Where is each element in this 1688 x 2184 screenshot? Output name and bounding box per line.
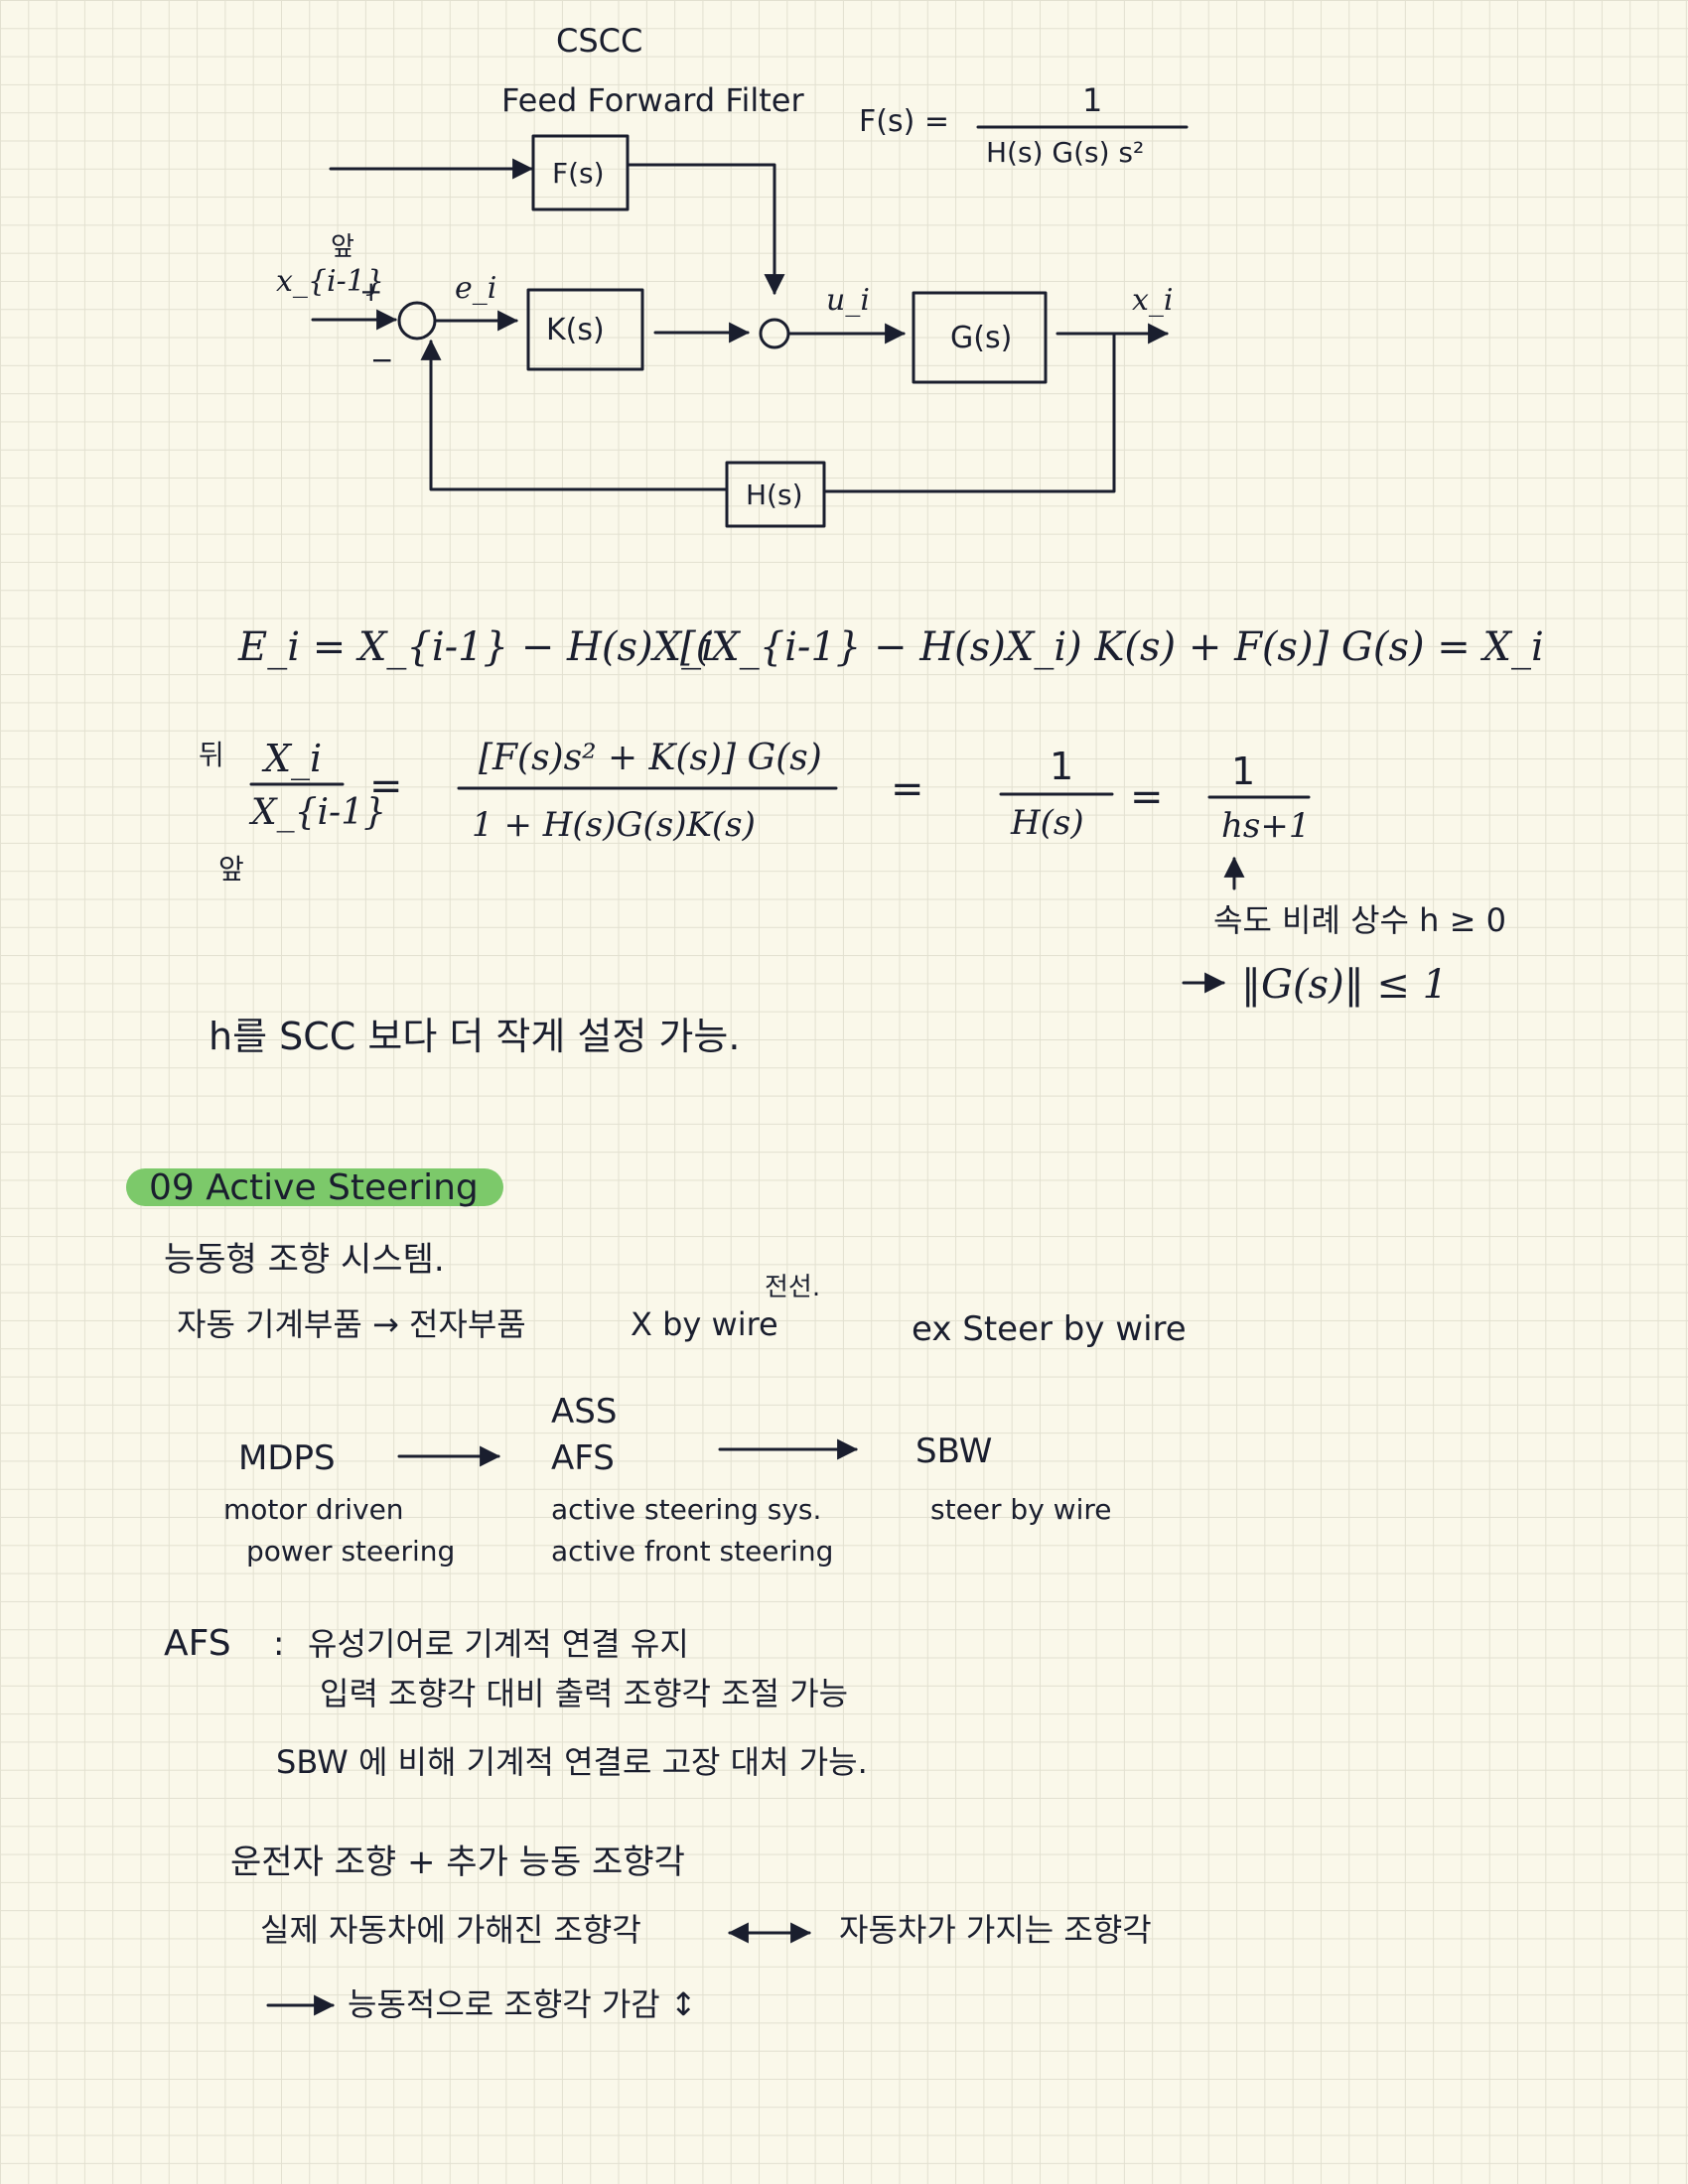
block-diagram: CSCC Feed Forward Filter F(s) = 1 H(s) G…: [276, 22, 1189, 528]
tf-bottom-note: 앞: [218, 853, 244, 886]
block-g: [912, 291, 1048, 384]
evo-afs-desc2: active front steering: [551, 1535, 833, 1568]
tf-top-note: 뒤: [199, 739, 224, 771]
section-heading: 09 Active Steering: [149, 1167, 479, 1208]
control-signal: u_i: [826, 283, 870, 318]
final-line: 능동적으로 조향각 가감 ↕: [348, 1985, 697, 2023]
line1-a: 자동 기계부품 → 전자부품: [177, 1305, 526, 1343]
error-signal: e_i: [455, 271, 496, 306]
tf-mid-num: [F(s)s² + K(s)] G(s): [479, 738, 822, 778]
afs-point-1: 유성기어로 기계적 연결 유지: [308, 1625, 689, 1663]
output-signal: x_i: [1132, 283, 1174, 318]
block-k: [526, 288, 644, 371]
g-note: ‖G(s)‖ ≤ 1: [1241, 962, 1448, 1008]
active-steering-section: 09 Active Steering 능동형 조향 시스템. 자동 기계부품 →…: [126, 1167, 1187, 2023]
line1-b: X by wire: [631, 1305, 778, 1343]
diagram-title: CSCC: [556, 22, 642, 60]
sum-junction-1: [397, 301, 437, 341]
actual-line-b: 자동차가 가지는 조향각: [839, 1911, 1152, 1949]
sum-junction-2: [759, 318, 790, 349]
driver-line: 운전자 조향 + 추가 능동 조향각: [230, 1843, 685, 1882]
input-signal: x_{i-1}: [276, 264, 384, 299]
evo-afs-desc1: active steering sys.: [551, 1493, 821, 1526]
tf-lhs-den: X_{i-1}: [248, 792, 386, 833]
evo-sbw-abbr: SBW: [915, 1432, 992, 1471]
minus-sign: −: [370, 343, 393, 376]
tf-eq-3: =: [1130, 774, 1164, 820]
equations: E_i = X_{i-1} − H(s)X_i [(X_{i-1} − H(s)…: [199, 624, 1544, 1058]
tf-r2-num: 1: [1231, 750, 1255, 793]
evo-ass-abbr: ASS: [551, 1392, 617, 1432]
afs-point-3: SBW 에 비해 기계적 연결로 고장 대처 가능.: [276, 1743, 868, 1781]
actual-line-a: 실제 자동차에 가해진 조향각: [260, 1911, 641, 1949]
afs-label: AFS: [164, 1623, 231, 1664]
evo-mdps-abbr: MDPS: [238, 1438, 336, 1478]
plus-sign: +: [359, 275, 382, 308]
line1-note: 전선.: [765, 1273, 820, 1302]
ff-output-line: [626, 163, 785, 296]
input-note: 앞: [331, 232, 354, 262]
tf-eq-1: =: [369, 763, 403, 809]
ff-formula-num: 1: [1082, 81, 1102, 119]
feedback-line-left: [420, 339, 729, 491]
feedback-line-right: [824, 332, 1116, 493]
line1-c: ex Steer by wire: [912, 1309, 1187, 1349]
block-f: [531, 134, 630, 211]
heading-highlight: [126, 1168, 503, 1206]
block-k-label: K(s): [546, 313, 605, 347]
tf-mid-den: 1 + H(s)G(s)K(s): [472, 805, 756, 845]
evo-sbw-desc1: steer by wire: [930, 1493, 1111, 1526]
evo-mdps-desc1: motor driven: [223, 1493, 404, 1526]
section-subtitle: 능동형 조향 시스템.: [164, 1240, 445, 1280]
ff-label: Feed Forward Filter: [501, 81, 804, 119]
conclusion: h를 SCC 보다 더 작게 설정 가능.: [209, 1015, 740, 1058]
ff-formula-den: H(s) G(s) s²: [986, 136, 1144, 169]
block-f-label: F(s): [552, 157, 605, 190]
tf-eq-2: =: [891, 766, 924, 812]
evo-mdps-desc2: power steering: [246, 1535, 455, 1568]
block-h: [725, 461, 826, 528]
equation-1: E_i = X_{i-1} − H(s)X_i: [237, 624, 714, 670]
evo-afs-abbr: AFS: [551, 1438, 615, 1478]
tf-lhs-num: X_i: [261, 737, 322, 781]
block-h-label: H(s): [746, 478, 803, 511]
equation-2: [(X_{i-1} − H(s)X_i) K(s) + F(s)] G(s) =…: [680, 624, 1544, 670]
tf-r1-num: 1: [1050, 745, 1073, 788]
tf-r2-den: hs+1: [1221, 806, 1310, 846]
block-g-label: G(s): [950, 321, 1012, 355]
h-note: 속도 비례 상수 h ≥ 0: [1213, 901, 1506, 939]
tf-r1-den: H(s): [1010, 803, 1084, 843]
afs-point-2: 입력 조향각 대비 출력 조향각 조절 가능: [320, 1675, 848, 1712]
ff-formula-lhs: F(s) =: [859, 104, 949, 139]
afs-colon: :: [273, 1624, 284, 1664]
